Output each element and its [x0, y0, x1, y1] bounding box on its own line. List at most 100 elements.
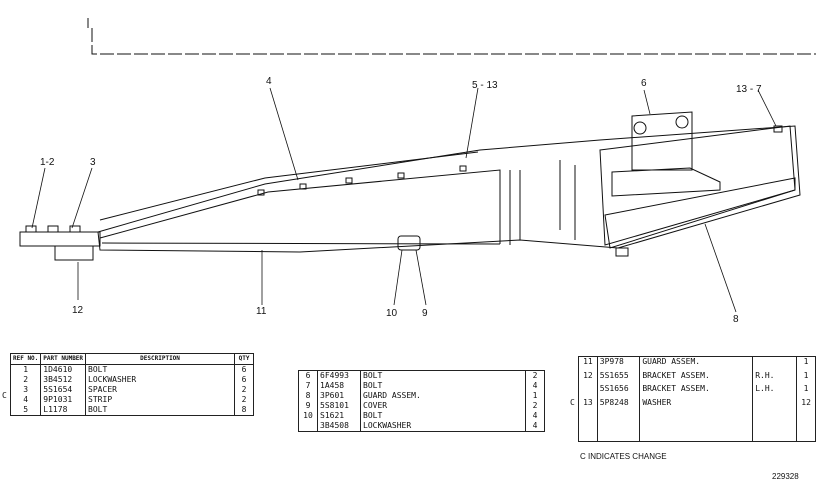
rear-guard-lower-plate [604, 177, 796, 249]
callout-6: 6 [641, 78, 647, 89]
description-text: BOLT [88, 405, 108, 414]
callout-10: 10 [386, 308, 398, 319]
qty-cell: 2 [234, 385, 255, 395]
description-cell: WASHER [639, 397, 753, 411]
bracket-hole-right [675, 115, 689, 129]
description-cell: STRIP [85, 395, 236, 405]
part-number-cell: 3P978 [596, 356, 640, 371]
part-number-cell: 5S8101 [317, 401, 361, 411]
header-qty: QTY [234, 353, 255, 365]
callout-1-2: 1-2 [40, 157, 55, 168]
callout-3: 3 [90, 157, 96, 168]
change-mark-table3: C [570, 398, 575, 407]
strip-edge [99, 151, 479, 221]
callout-12: 12 [72, 305, 84, 316]
description-cell: BRACKET ASSEM. [639, 384, 753, 398]
qty-cell: 1 [525, 391, 545, 401]
cover-part [397, 235, 421, 251]
description-cell: LOCKWASHER [85, 375, 236, 385]
description-cell: BRACKET ASSEM. [639, 370, 753, 385]
callout-5-13: 5 - 13 [472, 80, 498, 91]
leader-lines [31, 87, 777, 313]
drawing-number: 229328 [772, 472, 799, 481]
qty-cell: 6 [234, 364, 255, 375]
ref-cell: 4 [9, 395, 42, 405]
qty-cell: 1 [796, 370, 816, 385]
part-number-cell: 5S1655 [596, 370, 640, 385]
description-cell: BOLT [360, 381, 526, 391]
description-cell: BOLT [360, 411, 526, 421]
rear-guard [599, 125, 796, 246]
ref-cell: 9 [298, 401, 318, 411]
description-cell: GUARD ASSEM. [639, 356, 753, 371]
rear-guard-slot [611, 167, 721, 197]
header-ref-no: REF NO. [9, 353, 42, 365]
strip-part-12 [54, 245, 94, 261]
side-cell: R.H. [752, 370, 797, 385]
part-number-cell: 3P601 [317, 391, 361, 401]
qty-cell: 4 [525, 381, 545, 391]
qty-cell: 2 [234, 395, 255, 405]
qty-cell: 1 [796, 384, 816, 398]
ref-cell: 3 [9, 385, 42, 395]
frame-line [87, 18, 816, 55]
ref-cell: 1 [9, 364, 42, 375]
bracket-hole-left [633, 121, 647, 135]
part-number-cell: 5P8248 [596, 397, 640, 411]
part-number-cell: 9P1031 [40, 395, 87, 405]
ref-cell: 11 [578, 356, 598, 371]
change-mark-table1: C [2, 391, 7, 400]
guard-lower-edge [101, 242, 501, 245]
qty-cell: 2 [525, 401, 545, 411]
center-frame [509, 160, 576, 245]
description-cell: BOLT [85, 364, 236, 375]
part-number-cell: L1178 [40, 405, 87, 416]
qty-cell: 2 [525, 370, 545, 381]
part-number-cell: 6F4993 [317, 370, 361, 381]
description-cell: BOLT [85, 405, 236, 416]
callout-8: 8 [733, 314, 739, 325]
qty-cell: 8 [234, 405, 255, 416]
part-number-cell: 3B4508 [317, 421, 361, 432]
bolt-row [257, 165, 467, 196]
bracket-assembly [631, 111, 693, 171]
description-text: STRIP [88, 395, 113, 404]
description-text: BOLT [88, 365, 108, 374]
front-bracket [19, 231, 101, 247]
side-cell [752, 356, 797, 371]
part-number-cell: 5S1654 [40, 385, 87, 395]
part-number-cell: S1621 [317, 411, 361, 421]
callout-13-7: 13 - 7 [736, 84, 762, 95]
ref-cell [298, 421, 318, 432]
ref-cell [578, 384, 598, 398]
qty-cell: 6 [234, 375, 255, 385]
guard-inner-edge [99, 169, 501, 244]
qty-cell: 4 [525, 421, 545, 432]
ref-cell: 8 [298, 391, 318, 401]
callout-4: 4 [266, 76, 272, 87]
qty-cell: 4 [525, 411, 545, 421]
description-cell: GUARD ASSEM. [360, 391, 526, 401]
callout-9: 9 [422, 308, 428, 319]
ref-cell: 2 [9, 375, 42, 385]
part-number-cell: 3B4512 [40, 375, 87, 385]
qty-cell: 12 [796, 397, 816, 411]
qty-cell: 1 [796, 356, 816, 371]
description-cell: COVER [360, 401, 526, 411]
